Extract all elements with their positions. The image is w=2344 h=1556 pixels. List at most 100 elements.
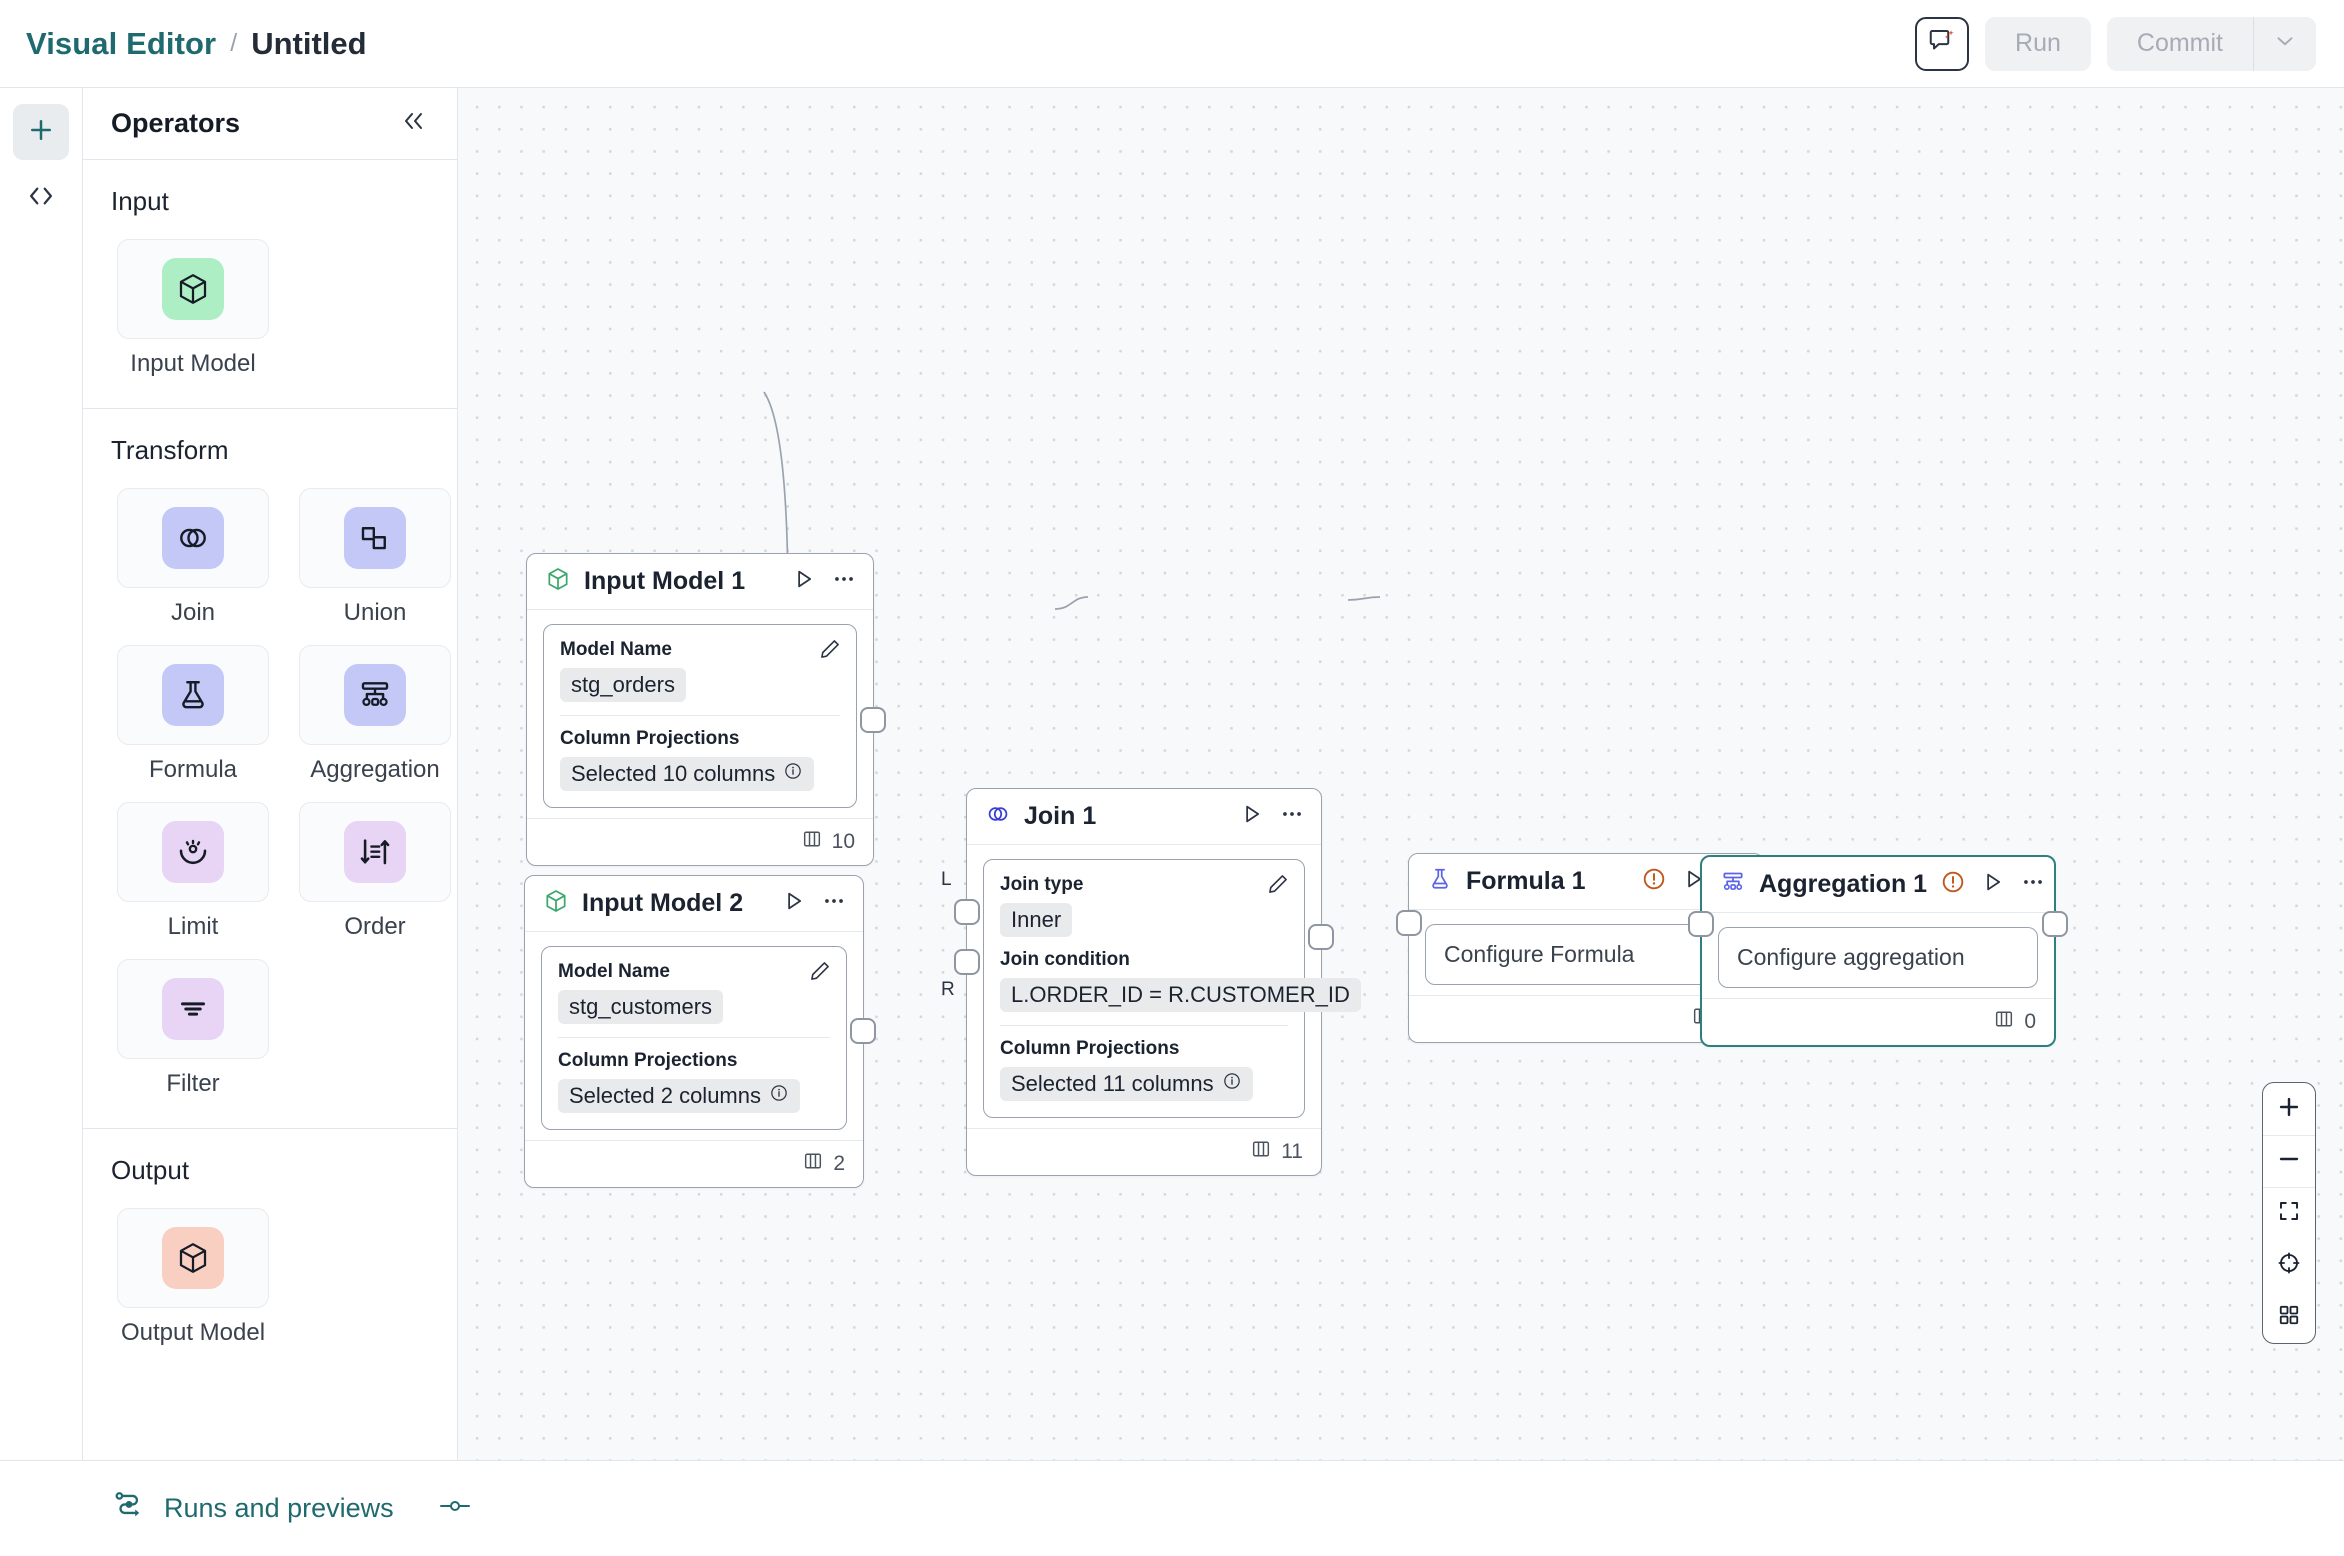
config-value-chip[interactable]: Selected 10 columns [560,757,815,791]
panel-collapse-button[interactable] [399,108,429,139]
ai-assistant-button[interactable] [1915,16,1970,71]
rail-item-code-view[interactable] [13,170,69,226]
play-triangle-icon[interactable] [791,566,817,597]
operator-tile[interactable] [117,645,269,745]
top-bar: Visual Editor / Untitled Run Commit [0,0,2344,88]
play-triangle-icon[interactable] [1239,801,1265,832]
section-title-input: Input [111,186,169,216]
commit-button-group: Commit [2106,16,2316,71]
node-body: Model Name stg_customers Column Projecti… [525,932,863,1140]
play-triangle-icon[interactable] [1980,869,2006,900]
breadcrumb-root-link[interactable]: Visual Editor [26,25,217,61]
node-header-actions [781,888,847,919]
node-config-box[interactable]: Model Name stg_orders Column Projections… [543,624,857,808]
info-icon[interactable] [783,761,803,787]
pipeline-flow-icon [112,1488,146,1529]
operator-aggregation[interactable]: Aggregation [293,645,457,784]
operator-join[interactable]: Join [111,488,275,627]
node-column-count: 11 [1281,1140,1303,1163]
rail-item-add-operator[interactable] [12,104,69,160]
pencil-icon[interactable] [808,959,832,988]
zoom-in-button[interactable] [2263,1083,2315,1135]
configure-aggregation-box[interactable]: Configure aggregation [1718,927,2038,988]
operator-tile[interactable] [299,802,451,902]
operator-tile[interactable] [299,488,451,588]
config-label: Join condition [1000,949,1130,970]
info-icon[interactable] [1222,1071,1242,1097]
node-join-1[interactable]: Join 1 [941,788,1361,1176]
configure-formula-box[interactable]: Configure Formula [1425,924,1747,985]
node-input-model-1[interactable]: Input Model 1 [526,553,886,866]
minus-icon [2275,1145,2303,1178]
warning-circle-icon[interactable] [1940,869,1966,900]
pipeline-canvas[interactable]: Input Model 1 [458,88,2344,1460]
runs-and-previews-button[interactable]: Runs and previews [112,1488,394,1529]
node-header: Join 1 [967,789,1321,845]
node-header-actions [1940,869,2046,900]
node-aggregation-1[interactable]: Aggregation 1 Configure agg [1688,855,2068,1047]
config-divider [558,1037,830,1038]
operators-panel-title: Operators [111,108,241,138]
operator-order[interactable]: Order [293,802,457,941]
runs-slider-handle[interactable] [438,1495,478,1522]
commit-button[interactable]: Commit [2136,29,2223,57]
ellipsis-icon[interactable] [1279,801,1305,832]
port-input-right[interactable] [954,949,980,975]
operator-input-model[interactable]: Input Model [111,239,275,378]
pencil-icon[interactable] [818,637,842,666]
port-output[interactable] [2042,911,2068,937]
operator-union[interactable]: Union [293,488,457,627]
info-icon[interactable] [769,1083,789,1109]
fit-view-button[interactable] [2263,1187,2315,1239]
operator-formula[interactable]: Formula [111,645,275,784]
play-triangle-icon[interactable] [781,888,807,919]
config-row-column-projections: Column Projections Selected 11 columns [1000,1038,1288,1101]
operator-limit[interactable]: Limit [111,802,275,941]
port-output[interactable] [860,707,886,733]
node-config-box[interactable]: Model Name stg_customers Column Projecti… [541,946,847,1130]
operator-tile[interactable] [117,488,269,588]
play-triangle-icon[interactable] [1681,866,1707,897]
columns-icon [1250,1138,1272,1166]
commit-dropdown-button[interactable] [2254,17,2316,71]
run-button[interactable]: Run [1985,16,2091,71]
toggle-grid-button[interactable] [2263,1291,2315,1343]
node-column-count: 10 [831,830,855,853]
ellipsis-icon[interactable] [821,888,847,919]
node-footer: 11 [967,1128,1321,1175]
flask-icon [162,664,224,726]
config-label: Column Projections [1000,1038,1180,1059]
warning-circle-icon[interactable] [1641,866,1667,897]
port-input[interactable] [1396,910,1422,936]
pencil-icon[interactable] [1266,872,1290,901]
operator-tile[interactable] [117,239,269,339]
operator-tile[interactable] [299,645,451,745]
node-title: Aggregation 1 [1759,870,1928,898]
port-input-left[interactable] [954,899,980,925]
node-config-box[interactable]: Join type Inner Join condition L.ORDER_I… [983,859,1361,1118]
operator-tile[interactable] [117,1208,269,1308]
config-row-model-name: Model Name stg_orders [560,639,840,702]
operator-output-model[interactable]: Output Model [111,1208,275,1347]
config-value: Selected 10 columns [571,761,776,786]
node-header: Aggregation 1 [1702,857,2054,913]
config-value-chip[interactable]: Selected 11 columns [1000,1067,1253,1101]
operator-label: Output Model [120,1319,266,1346]
port-output[interactable] [1308,924,1334,950]
ellipsis-icon[interactable] [831,566,857,597]
operator-tile[interactable] [117,959,269,1059]
edge-join-to-formula [1054,596,1089,610]
port-output[interactable] [850,1018,876,1044]
zoom-out-button[interactable] [2263,1135,2315,1187]
config-value-chip[interactable]: Selected 2 columns [558,1079,800,1113]
ellipsis-icon[interactable] [2020,869,2046,900]
operator-filter[interactable]: Filter [111,959,275,1098]
cube-icon [545,566,571,597]
operator-grid-output: Output Model [111,1208,429,1347]
operator-tile[interactable] [117,802,269,902]
node-footer: 0 [1702,998,2054,1045]
port-input[interactable] [1688,911,1714,937]
center-view-button[interactable] [2263,1239,2315,1291]
node-input-model-2[interactable]: Input Model 2 [524,875,876,1188]
operator-grid-input: Input Model [111,239,429,378]
